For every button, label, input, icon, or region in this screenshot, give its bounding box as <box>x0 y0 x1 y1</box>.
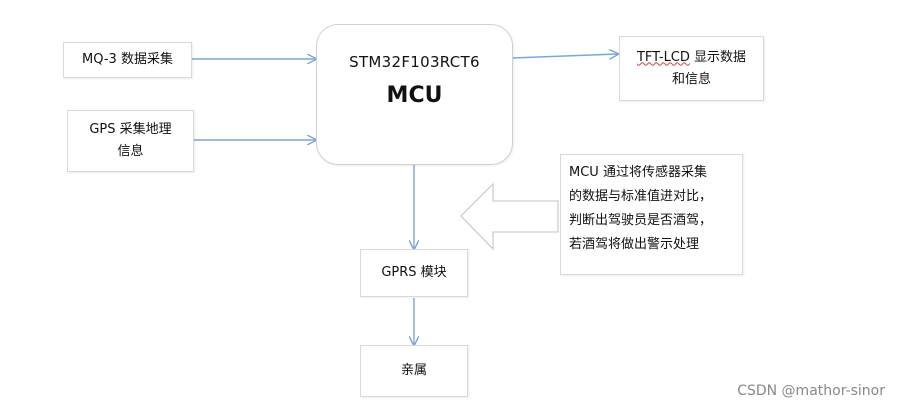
mq3-label: MQ-3 数据采集 <box>82 52 173 67</box>
note-line-2: 的数据与标准值进对比， <box>569 189 713 204</box>
family-box: 亲属 <box>360 345 468 397</box>
mcu-note-box: MCU 通过将传感器采集 的数据与标准值进对比， 判断出驾驶员是否酒驾， 若酒驾… <box>560 154 743 275</box>
csdn-watermark: CSDN @mathor-sinor <box>737 383 885 399</box>
lcd-label-line1: TFT-LCD 显示数据 <box>637 47 746 69</box>
mcu-box: STM32F103RCT6 MCU <box>316 24 513 165</box>
mq3-collection-box: MQ-3 数据采集 <box>63 42 192 78</box>
gps-label-line2: 信息 <box>117 144 144 159</box>
note-line-3: 判断出驾驶员是否酒驾， <box>569 213 713 228</box>
lcd-display-box: TFT-LCD 显示数据 和信息 <box>619 36 764 101</box>
note-line-4: 若酒驾将做出警示处理 <box>569 237 700 252</box>
mcu-title: MCU <box>386 83 443 108</box>
hollow-arrow-note <box>460 182 559 251</box>
mcu-chip-label: STM32F103RCT6 <box>349 53 480 71</box>
gps-label-line1: GPS 采集地理 <box>89 122 172 137</box>
lcd-label-part-b: 显示数据 <box>689 49 747 65</box>
note-line-1: MCU 通过将传感器采集 <box>569 165 707 180</box>
arrow-mcu-to-lcd <box>511 54 618 58</box>
gprs-module-box: GPRS 模块 <box>360 249 468 297</box>
lcd-label-line2: 和信息 <box>671 71 711 87</box>
family-label: 亲属 <box>400 363 427 378</box>
gprs-label: GPRS 模块 <box>381 265 447 280</box>
gps-collection-box: GPS 采集地理 信息 <box>67 110 194 172</box>
lcd-label-part-a: TFT-LCD <box>636 49 690 65</box>
